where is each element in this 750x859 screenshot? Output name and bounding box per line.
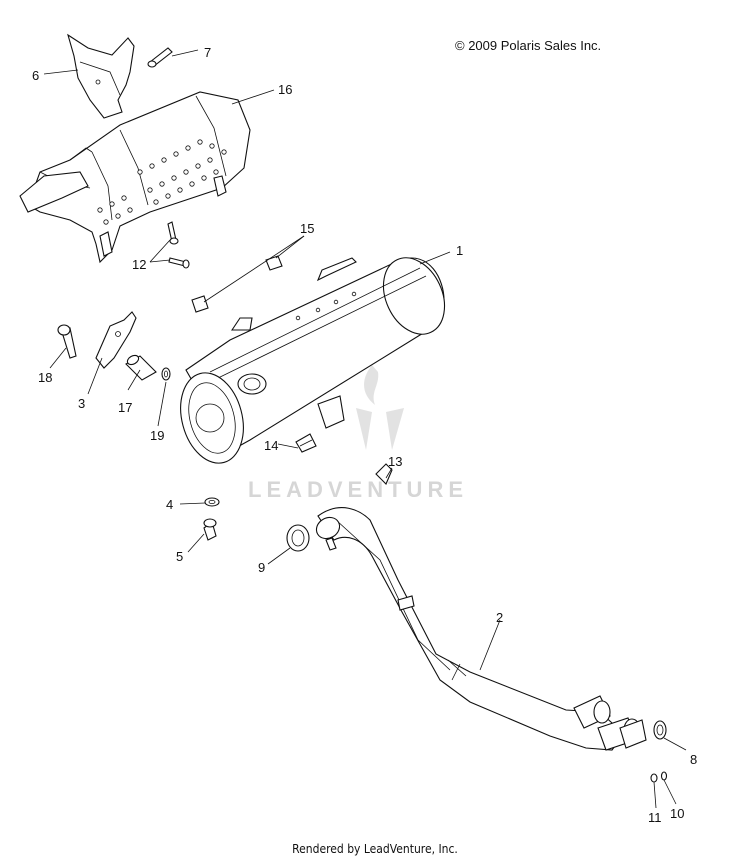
copyright-notice: © 2009 Polaris Sales Inc. <box>455 38 602 53</box>
part-12-bolts[interactable] <box>167 221 190 269</box>
part-13-clamp[interactable] <box>375 463 393 485</box>
callout-3: 3 <box>78 396 85 411</box>
part-8-gasket[interactable] <box>653 720 667 740</box>
callout-12: 12 <box>132 257 146 272</box>
callout-1: 1 <box>456 243 463 258</box>
part-10-spring[interactable] <box>660 771 668 781</box>
watermark: LEADVENTURE <box>248 365 468 502</box>
part-3-bracket[interactable] <box>95 311 137 369</box>
callout-5: 5 <box>176 549 183 564</box>
part-7-bolt[interactable] <box>147 47 173 68</box>
callout-10: 10 <box>670 806 684 821</box>
part-16-muffler-heat-shield[interactable] <box>19 91 251 264</box>
callout-8: 8 <box>690 752 697 767</box>
part-4-washer[interactable] <box>204 497 220 507</box>
part-15-clips[interactable] <box>191 255 283 313</box>
shield-perforations <box>97 139 227 225</box>
part-11-washer[interactable] <box>650 773 658 783</box>
callout-11: 11 <box>648 810 662 825</box>
callout-9: 9 <box>258 560 265 575</box>
watermark-text: LEADVENTURE <box>248 477 468 502</box>
footer-credit: Rendered by LeadVenture, Inc. <box>292 842 458 856</box>
part-1-muffler[interactable] <box>171 248 456 470</box>
part-6-heat-shield-bracket[interactable] <box>67 33 135 119</box>
part-9-gasket[interactable] <box>286 524 310 552</box>
callout-2: 2 <box>496 610 503 625</box>
part-18-bolt[interactable] <box>57 324 77 359</box>
part-2-head-pipe[interactable] <box>313 507 647 751</box>
callout-4: 4 <box>166 497 173 512</box>
callout-16: 16 <box>278 82 292 97</box>
part-17-spacer[interactable] <box>125 354 157 381</box>
callout-6: 6 <box>32 68 39 83</box>
part-5-grommet[interactable] <box>203 518 217 541</box>
callout-15: 15 <box>300 221 314 236</box>
part-14-sensor[interactable] <box>295 433 317 453</box>
callout-labels: 1 2 3 4 5 6 7 8 9 10 11 12 13 14 15 16 1… <box>32 45 697 825</box>
callout-19: 19 <box>150 428 164 443</box>
callout-13: 13 <box>388 454 402 469</box>
part-19-washer[interactable] <box>161 367 171 381</box>
leader-lines <box>43 49 687 809</box>
callout-17: 17 <box>118 400 132 415</box>
callout-14: 14 <box>264 438 278 453</box>
callout-7: 7 <box>204 45 211 60</box>
callout-18: 18 <box>38 370 52 385</box>
